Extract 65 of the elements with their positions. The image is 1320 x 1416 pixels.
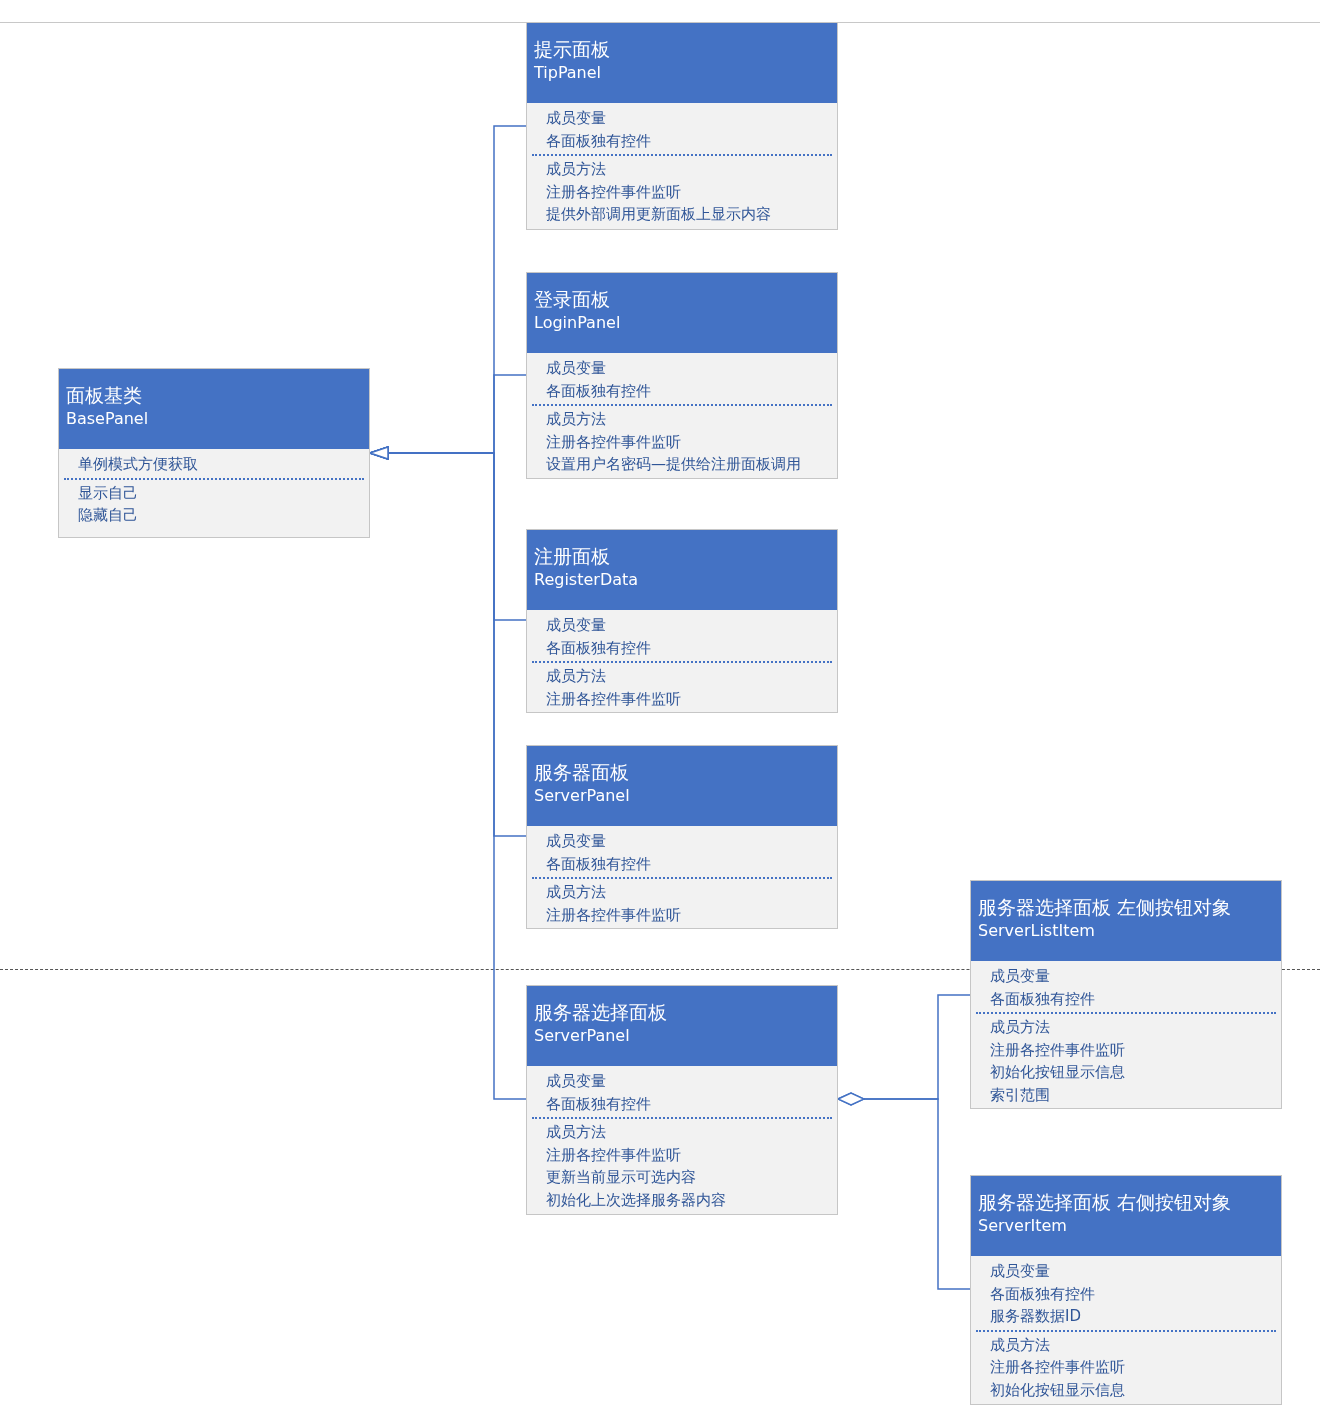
class-box [526, 985, 838, 1215]
member-text: 注册各控件事件监听 [989, 1039, 1126, 1061]
member-text: 更新当前显示可选内容 [545, 1167, 697, 1188]
class-box [526, 22, 838, 230]
member-text: 成员变量 [545, 831, 607, 852]
class-name: BasePanel [66, 408, 150, 430]
member-text: 成员变量 [545, 358, 607, 379]
member-text: 成员变量 [989, 1261, 1051, 1282]
member-text: 成员方法 [989, 1334, 1051, 1356]
class-name: ServerListItem [978, 920, 1096, 942]
class-title: 服务器选择面板 右侧按钮对象 [978, 1190, 1233, 1214]
member-text: 提供外部调用更新面板上显示内容 [545, 204, 772, 225]
member-text: 各面板独有控件 [989, 1283, 1096, 1305]
member-text: 成员方法 [545, 159, 607, 180]
class-name: ServerPanel [534, 1025, 631, 1047]
member-text: 注册各控件事件监听 [989, 1357, 1126, 1378]
member-text: 各面板独有控件 [545, 1093, 652, 1115]
member-text: 各面板独有控件 [545, 130, 652, 152]
class-box [526, 529, 838, 713]
member-text: 成员方法 [545, 1122, 607, 1143]
class-title: 服务器面板 [534, 760, 630, 784]
class-title: 服务器选择面板 左侧按钮对象 [978, 895, 1233, 919]
member-text: 各面板独有控件 [545, 853, 652, 875]
class-name: LoginPanel [534, 312, 622, 334]
class-name: RegisterData [534, 569, 640, 591]
member-text: 隐藏自己 [77, 505, 139, 526]
class-box [970, 1175, 1282, 1405]
member-text: 各面板独有控件 [545, 637, 652, 659]
member-text: 成员方法 [545, 666, 607, 687]
class-name: ServerItem [978, 1215, 1068, 1237]
member-text: 索引范围 [989, 1084, 1051, 1106]
member-text: 服务器数据ID [989, 1306, 1082, 1327]
member-text: 成员变量 [545, 1071, 607, 1092]
member-text: 各面板独有控件 [545, 380, 652, 402]
member-text: 成员方法 [989, 1017, 1051, 1038]
class-title: 服务器选择面板 [534, 1000, 668, 1024]
member-text: 初始化按钮显示信息 [989, 1062, 1126, 1083]
member-text: 注册各控件事件监听 [545, 431, 682, 453]
member-text: 初始化按钮显示信息 [989, 1379, 1126, 1401]
class-box [970, 880, 1282, 1109]
class-box [526, 745, 838, 929]
inheritance-arrow [369, 446, 527, 1100]
class-name: TipPanel [534, 62, 603, 84]
member-text: 成员变量 [545, 108, 607, 129]
member-text: 显示自己 [77, 482, 139, 504]
class-name: ServerPanel [534, 785, 631, 807]
aggregation-line [837, 1092, 971, 1290]
member-text: 注册各控件事件监听 [545, 1144, 682, 1166]
member-text: 成员变量 [989, 966, 1051, 987]
member-text: 注册各控件事件监听 [545, 181, 682, 203]
class-box [58, 368, 370, 538]
member-text: 注册各控件事件监听 [545, 688, 682, 710]
class-box [526, 272, 838, 479]
class-title: 提示面板 [534, 37, 611, 61]
member-text: 单例模式方便获取 [77, 454, 199, 475]
class-title: 面板基类 [66, 383, 143, 407]
class-title: 注册面板 [534, 544, 611, 568]
member-text: 成员方法 [545, 409, 607, 430]
member-text: 各面板独有控件 [989, 988, 1096, 1010]
member-text: 注册各控件事件监听 [545, 904, 682, 926]
member-text: 设置用户名密码—提供给注册面板调用 [545, 454, 802, 475]
member-text: 成员方法 [545, 882, 607, 903]
member-text: 成员变量 [545, 615, 607, 636]
member-text: 初始化上次选择服务器内容 [545, 1189, 727, 1211]
class-title: 登录面板 [534, 287, 611, 311]
